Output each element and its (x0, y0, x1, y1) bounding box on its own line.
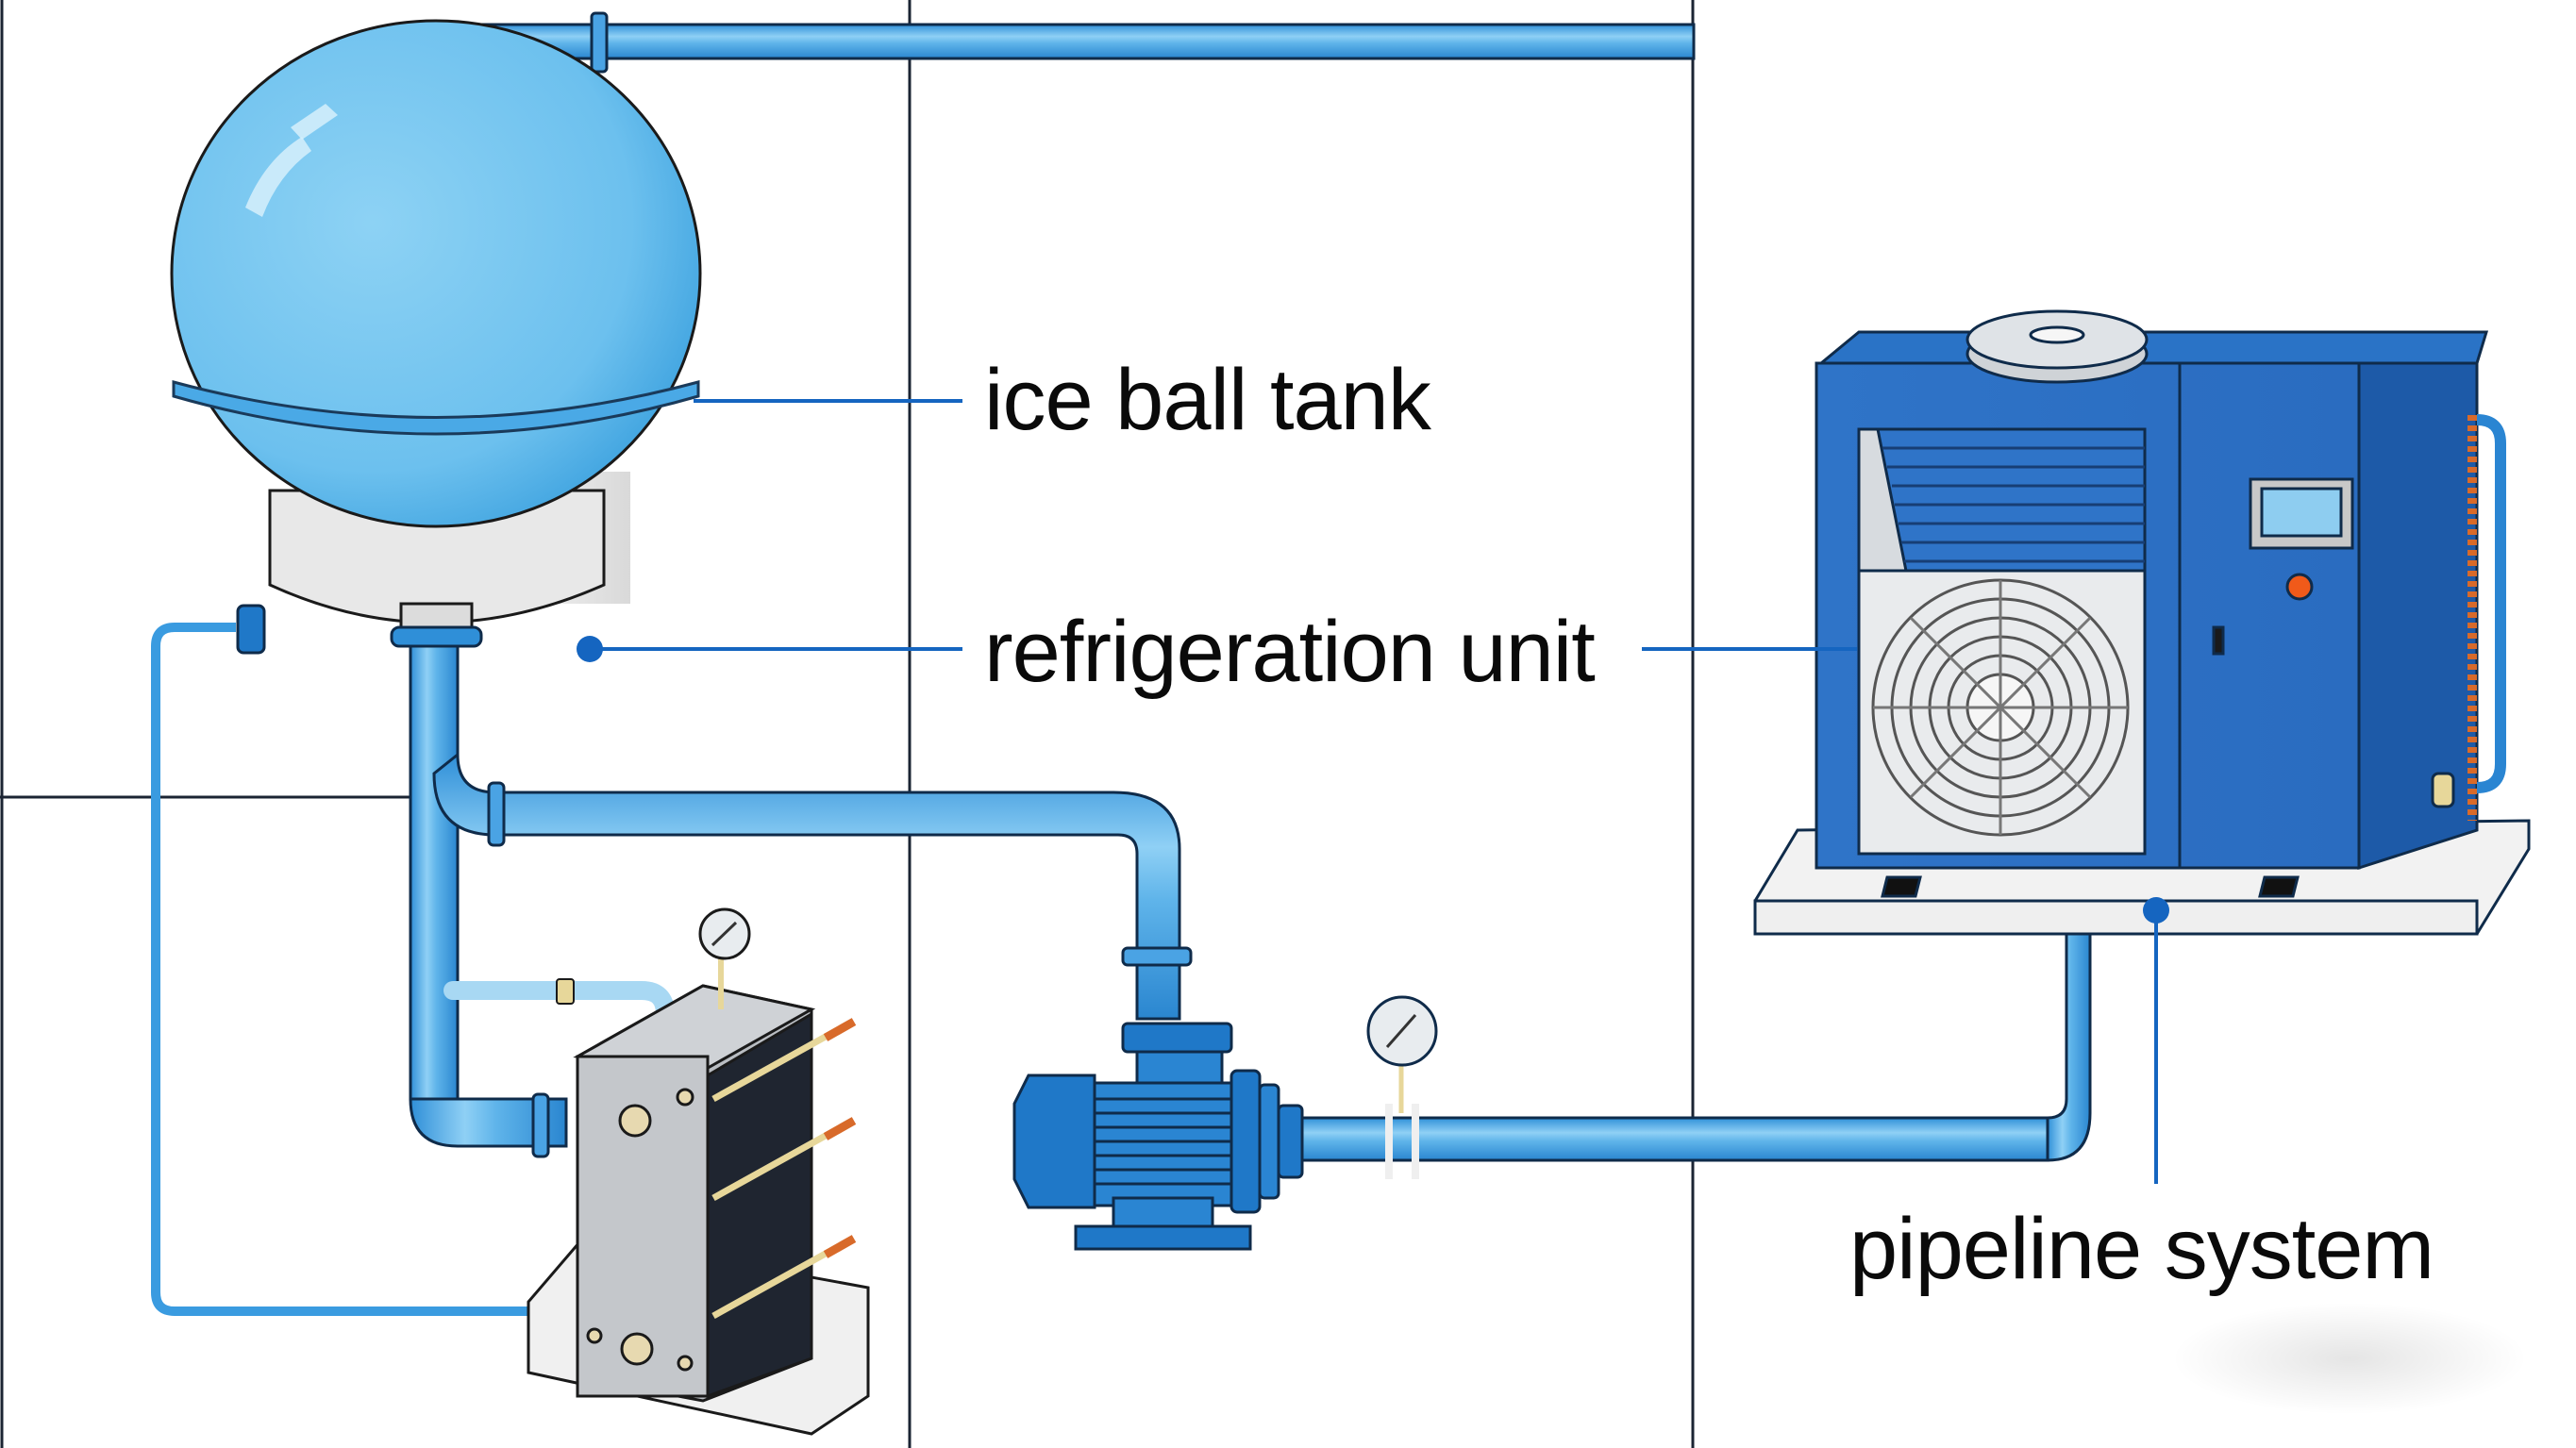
ice-ball-tank (170, 19, 702, 655)
motor-body (1093, 1081, 1233, 1207)
watermark-shadow (2170, 1302, 2529, 1415)
hx-port (618, 1104, 652, 1138)
tank-highlight (245, 137, 311, 217)
tank-bottom-flange (390, 625, 483, 648)
control-screen (2260, 487, 2343, 538)
return-line (151, 623, 576, 1316)
hx-port (620, 1332, 654, 1366)
door-handle (2212, 625, 2225, 656)
leader-lines (577, 399, 2169, 1184)
label-pipeline-system: pipeline system (1849, 1201, 2434, 1297)
main-pipe (409, 644, 1193, 1158)
pipe-flange (1121, 946, 1193, 967)
coil-fitting (2431, 772, 2455, 808)
discharge-pipe (1300, 932, 2092, 1179)
tank-sphere (170, 19, 702, 528)
refrigeration-unit (1753, 309, 2531, 936)
grid-dividers (0, 0, 1695, 1448)
circulation-pump (1012, 1022, 1304, 1251)
pump-base (1074, 1224, 1252, 1251)
tank-side-port (236, 604, 266, 655)
leader-dot (2143, 897, 2169, 924)
pipe-flange (531, 1092, 550, 1158)
top-pipe (413, 11, 1696, 101)
power-indicator (2285, 573, 2314, 601)
pipe-flange (487, 781, 506, 847)
pipe-flange (590, 11, 609, 74)
plate-heat-exchanger (527, 907, 870, 1436)
label-refrigeration-unit: refrigeration unit (984, 604, 1596, 700)
label-ice-ball-tank: ice ball tank (984, 352, 1431, 448)
brass-fitting (556, 978, 575, 1005)
leader-dot (577, 636, 603, 662)
